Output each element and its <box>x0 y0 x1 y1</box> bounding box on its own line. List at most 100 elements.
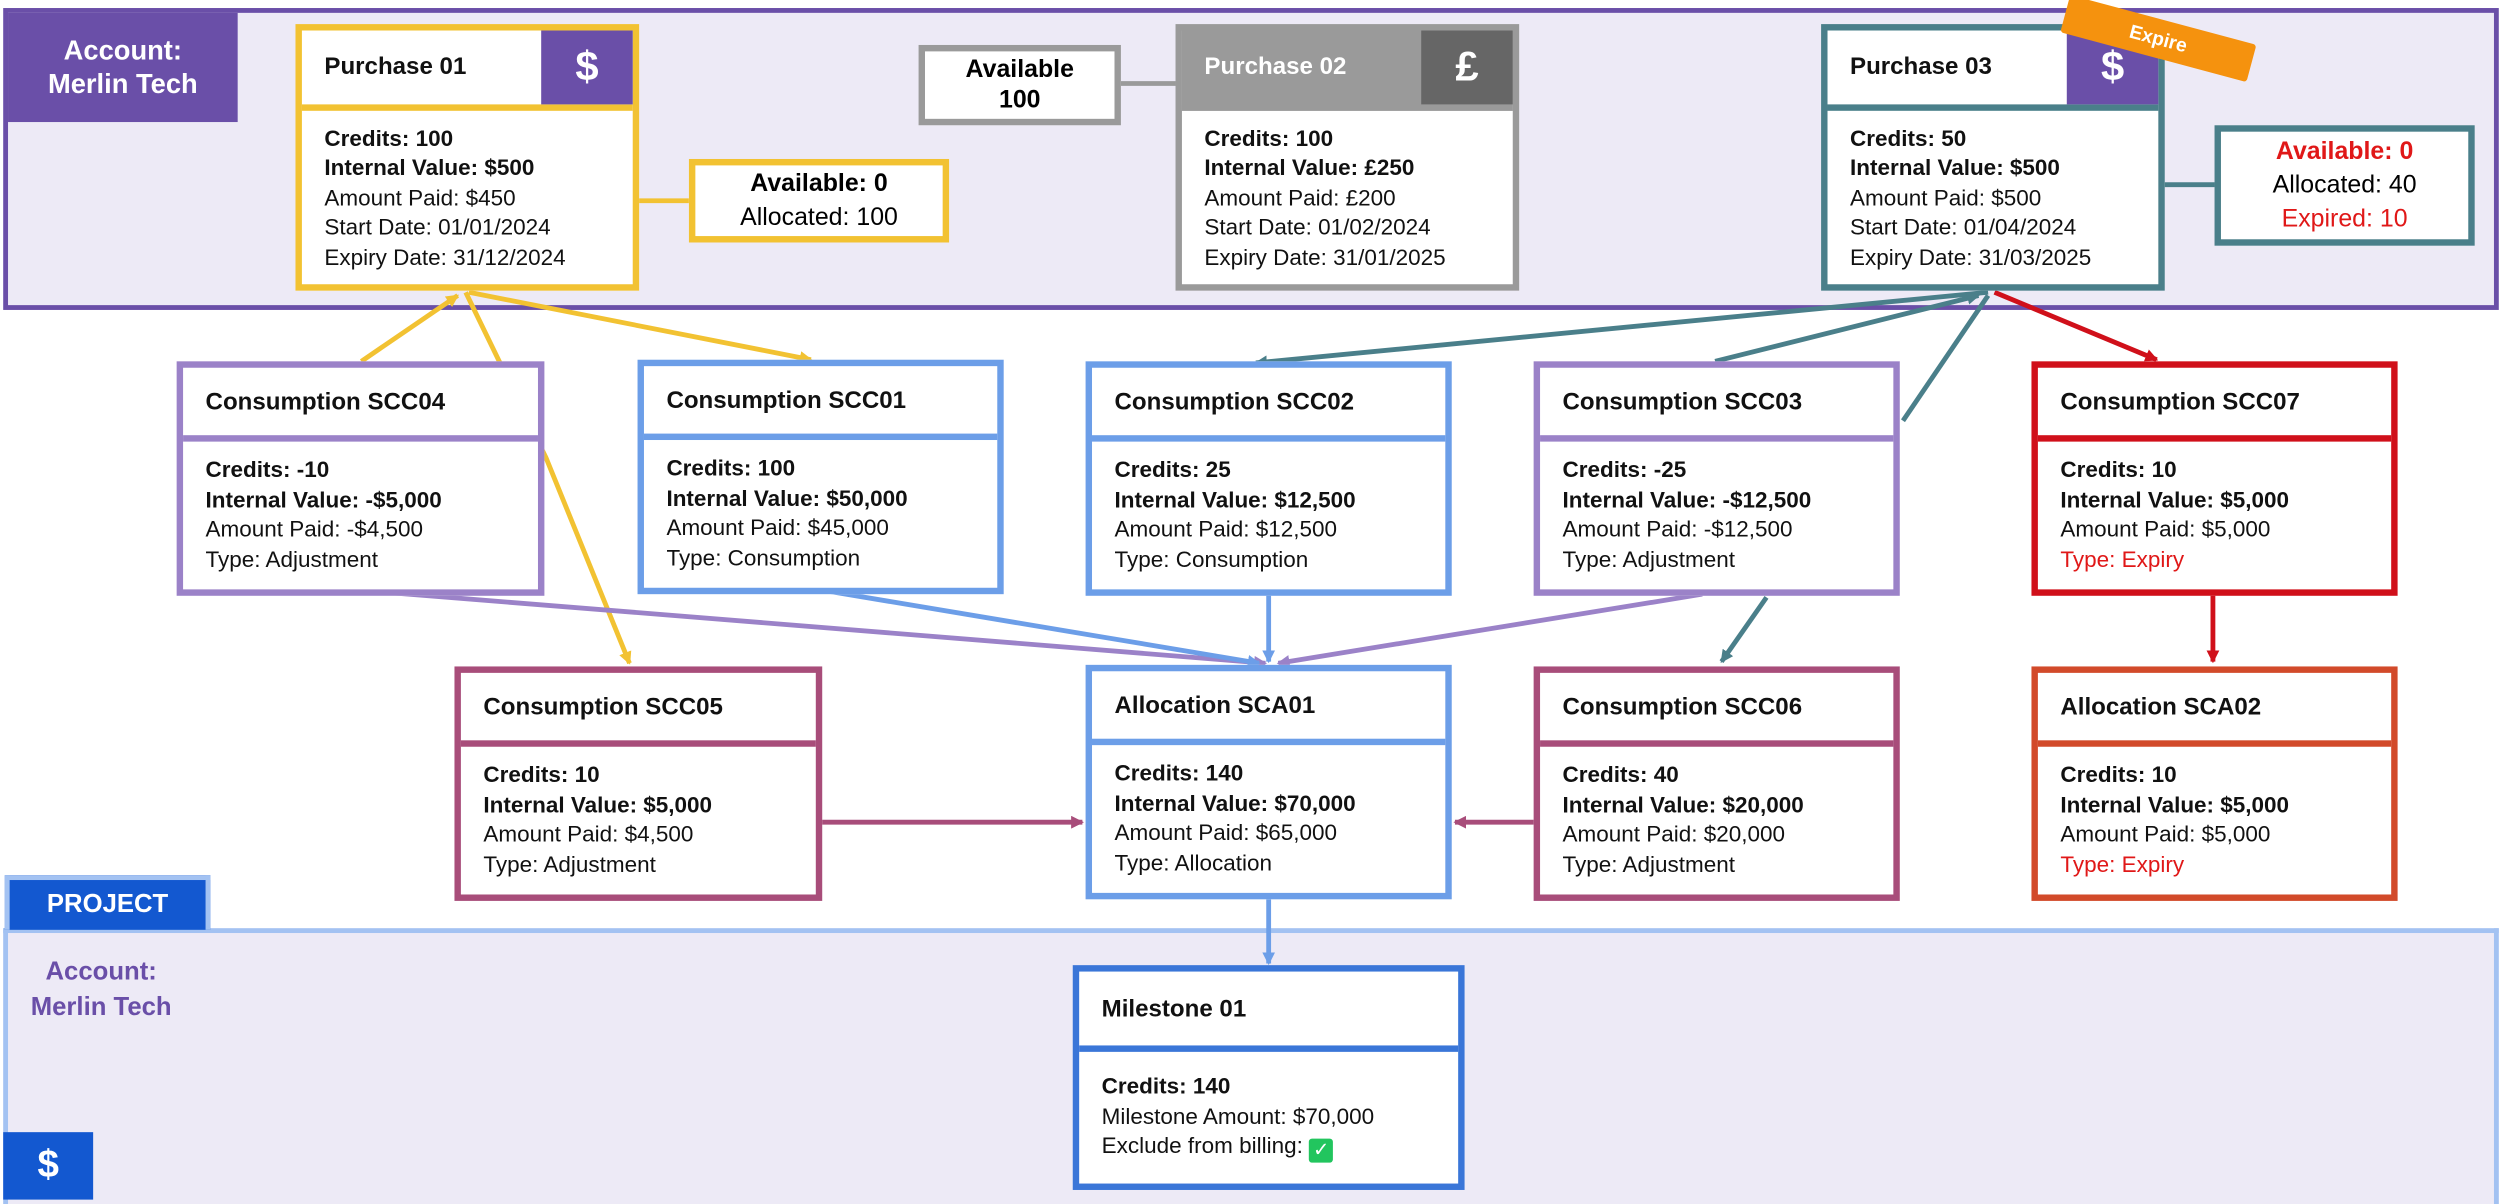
card-line: Start Date: 01/01/2024 <box>324 212 610 242</box>
card-line: Type: Adjustment <box>1563 849 1871 879</box>
arrow-scc03-scc06 <box>1719 596 1769 664</box>
card-line-text: Internal Value: $5,000 <box>2060 485 2290 512</box>
dollar-icon[interactable]: $ <box>3 1132 94 1200</box>
card-header: Allocation SCA01 <box>1092 671 1446 746</box>
card-line-text: Expiry Date: 31/01/2025 <box>1204 243 1446 269</box>
card-line: Internal Value: £250 <box>1204 153 1490 183</box>
card-line-text: Credits: 10 <box>483 761 600 787</box>
purchase-01-summary: Available: 0 Allocated: 100 <box>688 158 950 243</box>
card-title: Consumption SCC06 <box>1562 692 1803 721</box>
card-line: Internal Value: $50,000 <box>666 483 974 513</box>
card-line-text: Credits: 40 <box>1562 761 1679 787</box>
card-line-text: Start Date: 01/02/2024 <box>1204 213 1431 240</box>
card-line: Internal Value: $5,000 <box>2060 789 2368 819</box>
card-line: Internal Value: -$12,500 <box>1563 484 1871 514</box>
card-line-text: Credits: 25 <box>1114 456 1231 482</box>
arrow-scc04-sca01 <box>369 588 1268 669</box>
card-line-text: Expiry Date: 31/03/2025 <box>1849 243 2092 269</box>
available-text: Available <box>965 56 1074 84</box>
card-line: Type: Adjustment <box>206 544 516 574</box>
card-line: Internal Value: $12,500 <box>1114 484 1422 514</box>
card-line-text: Internal Value: £250 <box>1204 154 1415 180</box>
checkbox-checked-icon[interactable]: ✓ <box>1309 1138 1334 1163</box>
card-line-text: Start Date: 01/04/2024 <box>1849 213 2077 240</box>
card-line: Internal Value: $5,000 <box>2060 484 2368 514</box>
card-line: Type: Expiry <box>2060 849 2368 879</box>
dollar-icon: $ <box>541 30 633 104</box>
card-title: Consumption SCC04 <box>205 387 446 416</box>
card-title: Purchase 03 <box>1849 53 1992 81</box>
card-line: Amount Paid: -$4,500 <box>206 514 516 544</box>
arrow-scc01-sca01 <box>826 588 1261 668</box>
card-line-text: Credits: -25 <box>1562 456 1687 482</box>
allocated-text: Allocated: 100 <box>740 203 898 232</box>
card-line: Type: Allocation <box>1114 847 1422 877</box>
card-line-text: Amount Paid: £200 <box>1204 183 1396 210</box>
card-line-text: Expiry Date: 31/12/2024 <box>324 243 566 269</box>
card-line: Amount Paid: -$12,500 <box>1563 514 1871 544</box>
card-line-text: Type: Consumption <box>1114 545 1309 571</box>
card-line-text: Amount Paid: $450 <box>324 183 516 210</box>
card-line-text: Credits: 10 <box>2060 761 2177 787</box>
purchase-03-card[interactable]: Purchase 03$ Credits: 50 Internal Value: $… <box>1821 24 2165 291</box>
card-line: Amount Paid: $5,000 <box>2060 514 2368 544</box>
card-line-text: Internal Value: $500 <box>1849 154 2060 180</box>
card-line-text: Amount Paid: $65,000 <box>1114 819 1337 845</box>
card-line-text: Type: Adjustment <box>483 850 656 877</box>
card-header: Consumption SCC03 <box>1540 368 1894 442</box>
card-line: Internal Value: $20,000 <box>1563 789 1871 819</box>
card-line-text: Amount Paid: $20,000 <box>1562 820 1786 847</box>
card-line-text: Type: Expiry <box>2060 545 2185 571</box>
card-line: Credits: 40 <box>1563 760 1871 790</box>
card-line: Expiry Date: 31/01/2025 <box>1204 242 1490 272</box>
card-line-text: Credits: 50 <box>1849 124 1967 151</box>
card-line-text: Internal Value: $50,000 <box>666 484 908 510</box>
card-header: Consumption SCC01 <box>643 366 998 441</box>
card-line: Amount Paid: $5,000 <box>2060 819 2368 849</box>
pound-icon: £ <box>1421 30 1513 104</box>
card-header: Purchase 01$ <box>301 30 633 111</box>
card-line-text: Amount Paid: $45,000 <box>666 513 889 540</box>
card-line: Internal Value: $500 <box>1850 153 2136 183</box>
card-line: Credits: 10 <box>2060 454 2368 484</box>
allocated-text: Allocated: 40 <box>2272 171 2417 200</box>
card-line-text: Start Date: 01/01/2024 <box>324 213 551 240</box>
card-line-text: Credits: 100 <box>666 454 796 481</box>
card-line: Internal Value: $5,000 <box>483 789 793 819</box>
project-tab[interactable]: PROJECT <box>4 875 211 930</box>
card-title: Consumption SCC03 <box>1562 387 1803 416</box>
card-line-text: Amount Paid: -$12,500 <box>1562 515 1793 542</box>
card-line-text: Type: Adjustment <box>1562 545 1736 571</box>
card-line: Amount Paid: $45,000 <box>666 512 974 542</box>
card-title: Allocation SCA01 <box>1114 691 1316 719</box>
card-line-text: Credits: 100 <box>1204 124 1334 151</box>
project-account-line2: Merlin Tech <box>30 994 172 1022</box>
card-line: Credits: -10 <box>206 454 516 484</box>
card-line-text: Amount Paid: $12,500 <box>1114 515 1337 542</box>
card-title: Consumption SCC07 <box>2060 387 2300 416</box>
card-line: Type: Adjustment <box>1563 544 1871 574</box>
card-line-text: Amount Paid: -$4,500 <box>205 515 424 542</box>
card-line-text: Credits: -10 <box>205 456 330 482</box>
card-title: Milestone 01 <box>1101 994 1247 1023</box>
card-header: Consumption SCC06 <box>1540 673 1894 747</box>
card-header: Purchase 03$ <box>1827 30 2159 111</box>
